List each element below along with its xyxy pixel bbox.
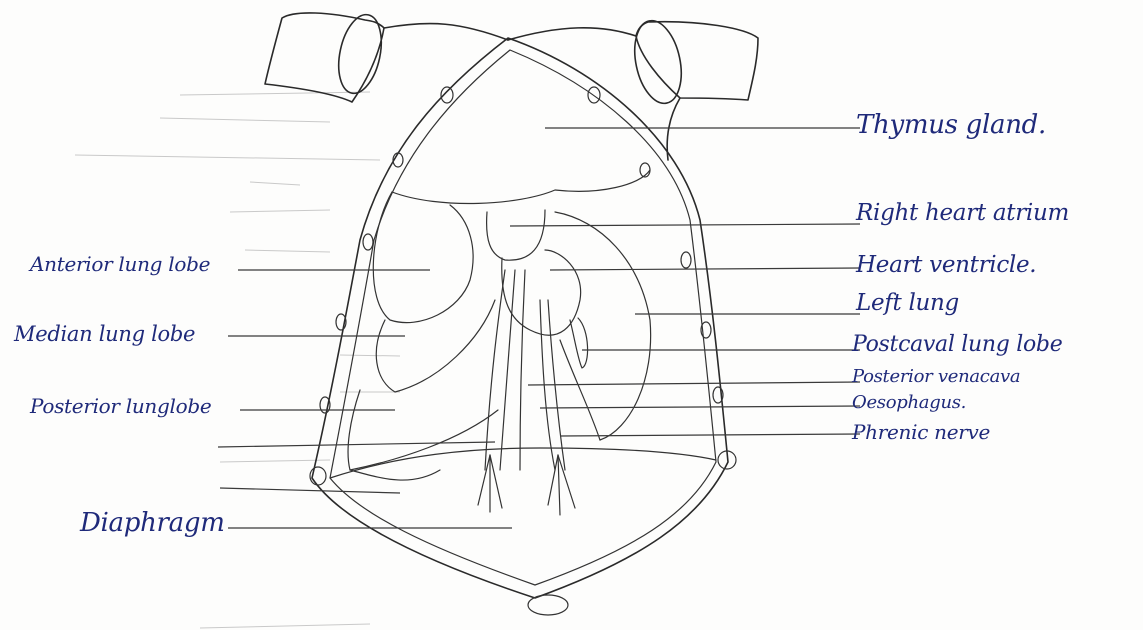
body-wall-outer (312, 38, 728, 598)
label-posterior-lung-lobe: Posterior lunglobe (30, 396, 211, 416)
label-median-lung-lobe: Median lung lobe (14, 324, 195, 345)
label-postcaval-lung-lobe: Postcaval lung lobe (852, 334, 1062, 356)
label-diaphragm: Diaphragm (80, 510, 225, 536)
label-heart-ventricle: Heart ventricle. (856, 254, 1036, 277)
median-lung-lobe (376, 300, 495, 392)
bleed-through-marks (75, 92, 400, 628)
label-right-heart-atrium: Right heart atrium (856, 202, 1069, 225)
left-shoulder-outline (265, 13, 384, 102)
label-left-lung: Left lung (856, 292, 959, 315)
label-thymus-gland: Thymus gland. (856, 112, 1046, 138)
label-phrenic-nerve: Phrenic nerve (852, 422, 990, 442)
label-posterior-venacava: Posterior venacava (852, 368, 1020, 386)
anterior-lung-lobe (373, 192, 473, 323)
right-shoulder-outline (636, 22, 758, 100)
mediastinal-vessels (485, 270, 565, 470)
posterior-lung-lobe (348, 390, 498, 470)
label-anterior-lung-lobe: Anterior lung lobe (30, 254, 210, 274)
right-shoulder-cut (628, 16, 689, 107)
right-atrium-outline (487, 210, 545, 260)
thymus-outline (392, 170, 650, 204)
diaphragm-outline (330, 448, 716, 478)
label-oesophagus: Oesophagus. (852, 394, 966, 412)
phrenic-nerve-branches (478, 455, 575, 515)
